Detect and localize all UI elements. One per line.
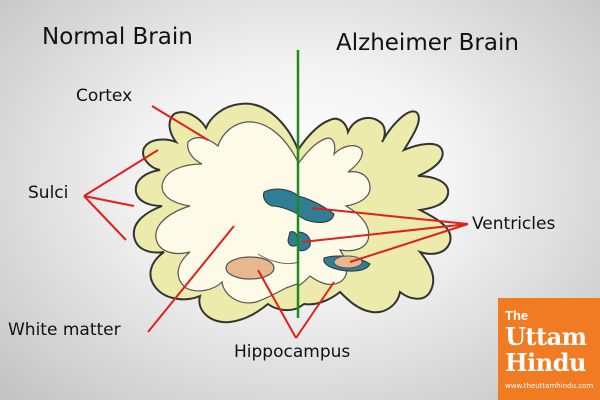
white-matter-label: White matter: [8, 320, 121, 340]
normal-brain-lower-ventricle: [287, 231, 299, 247]
alzheimer-brain: [297, 110, 452, 314]
hippocampus-label: Hippocampus: [234, 342, 351, 362]
ventricles-pointer-3: [349, 223, 469, 263]
hippocampus-pointer-1: [257, 269, 297, 339]
ventricles-label: Ventricles: [472, 214, 556, 234]
cortex-pointer: [151, 105, 209, 141]
normal-brain-thalamus: [257, 253, 299, 265]
normal-brain: [132, 102, 299, 324]
normal-brain-title: Normal Brain: [42, 24, 193, 50]
alzheimer-brain-white-matter: [297, 137, 371, 287]
white-matter-pointer: [147, 225, 235, 333]
normal-brain-ventricle: [263, 188, 299, 215]
normal-brain-white-matter: [155, 121, 299, 304]
alzheimer-brain-hippocampus: [333, 255, 363, 269]
logo-url: www.theuttamhindu.com: [505, 382, 594, 390]
sulci-pointer-3: [83, 195, 127, 241]
logo-word-uttam: Uttam: [505, 322, 587, 351]
pointer-lines: [83, 105, 469, 339]
uttam-hindu-logo: The Uttam Hindu www.theuttamhindu.com: [498, 298, 600, 400]
sulci-pointer-1: [83, 149, 159, 197]
ventricles-pointer-1: [311, 207, 469, 225]
alzheimer-brain-title: Alzheimer Brain: [336, 30, 519, 56]
sulci-pointer-2: [83, 195, 135, 207]
ventricles-pointer-2: [301, 223, 469, 243]
logo-word-hindu: Hindu: [505, 348, 586, 377]
normal-brain-hippocampus: [225, 256, 275, 280]
hippocampus-pointer-2: [295, 281, 335, 339]
logo-the: The: [505, 308, 529, 323]
cortex-label: Cortex: [76, 86, 133, 106]
sulci-label: Sulci: [28, 183, 69, 203]
